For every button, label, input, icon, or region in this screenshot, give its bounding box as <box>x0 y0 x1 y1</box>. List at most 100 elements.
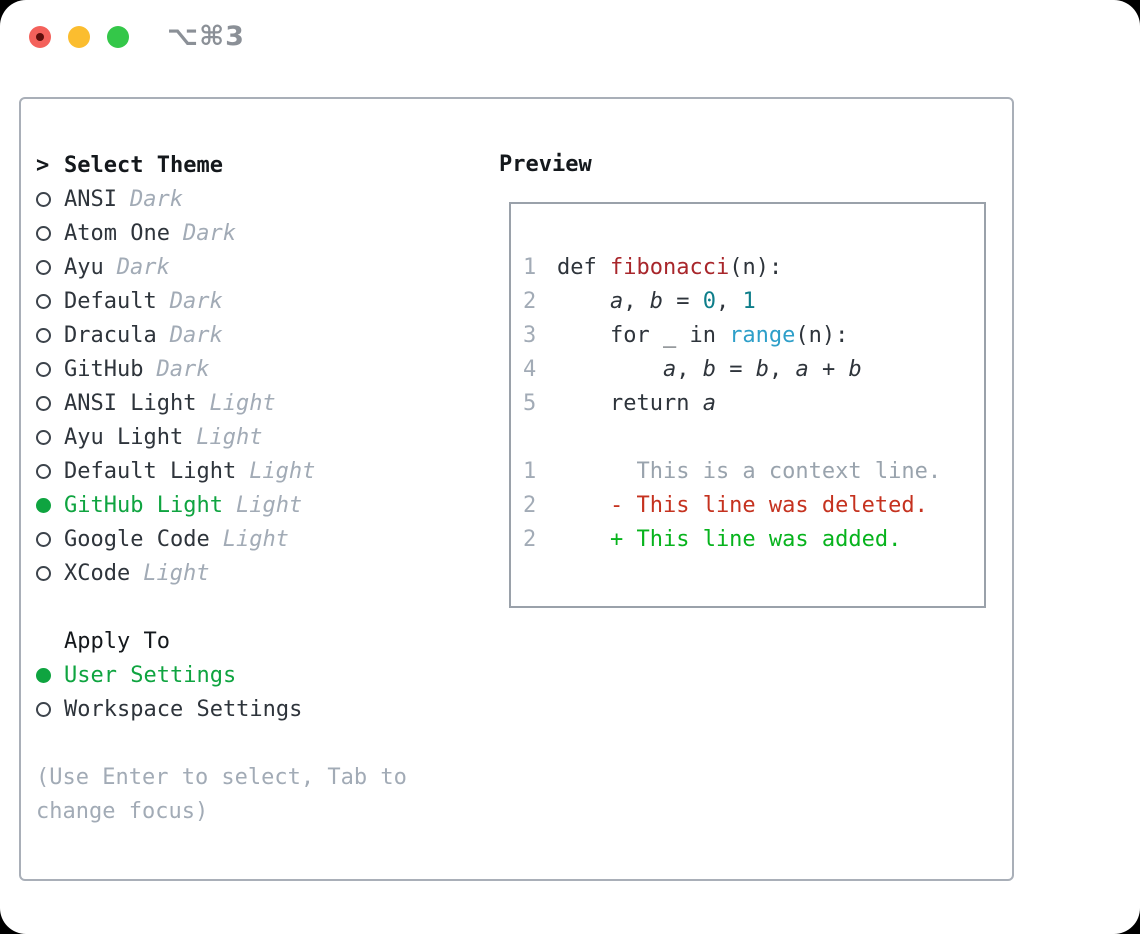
code-segment-numlit: 1 <box>742 288 756 314</box>
code-line: 2 + This line was added. <box>523 522 984 556</box>
code-segment-numlit: 0 <box>702 288 716 314</box>
theme-name: Default <box>64 288 157 314</box>
minimize-button[interactable] <box>68 26 90 48</box>
apply-option-label: User Settings <box>64 662 237 688</box>
theme-name: XCode <box>64 560 131 586</box>
code-text: - This line was deleted. <box>557 493 928 518</box>
apply-option-user-settings[interactable]: User Settings <box>36 658 407 692</box>
code-segment-code: (n): <box>795 322 849 348</box>
code-segment-code: , <box>623 288 650 314</box>
code-line: 4 a, b = b, a + b <box>523 352 984 386</box>
radio-icon <box>36 565 51 581</box>
theme-option-default[interactable]: Default Dark <box>36 284 407 318</box>
theme-variant: Light <box>222 526 289 552</box>
hint-line-1: (Use Enter to select, Tab to <box>36 764 407 790</box>
theme-name: Google Code <box>64 526 210 552</box>
apply-option-label: Workspace Settings <box>64 696 303 722</box>
code-segment-func: fibonacci <box>609 254 730 280</box>
code-segment-code: def <box>557 254 610 280</box>
code-segment-var: b <box>755 356 769 382</box>
code-text: This is a context line. <box>557 459 941 484</box>
radio-selected-icon <box>36 667 51 683</box>
radio-icon <box>36 259 51 275</box>
theme-variant: Dark <box>129 186 183 212</box>
code-segment-var: a <box>795 356 809 382</box>
theme-variant: Dark <box>169 288 223 314</box>
keyboard-hint: (Use Enter to select, Tab to change focu… <box>36 760 407 828</box>
spacer <box>36 590 407 624</box>
line-number: 1 <box>523 254 537 280</box>
code-segment-var: b <box>649 288 663 314</box>
code-segment-var: a <box>609 288 624 314</box>
close-dot-icon <box>36 33 44 41</box>
theme-option-atom-one[interactable]: Atom One Dark <box>36 216 407 250</box>
theme-variant: Dark <box>169 322 223 348</box>
theme-option-github[interactable]: GitHub Dark <box>36 352 407 386</box>
theme-variant: Light <box>209 390 276 416</box>
select-theme-header: Select Theme <box>64 152 223 178</box>
theme-name: GitHub <box>64 356 144 382</box>
line-number: 2 <box>523 288 537 314</box>
code-text: a, b = b, a + b <box>557 357 862 382</box>
code-line: 5 return a <box>523 386 984 420</box>
code-segment-code: = <box>662 288 703 314</box>
code-segment-added: + This line was added. <box>557 526 902 552</box>
code-line: 2 a, b = 0, 1 <box>523 284 984 318</box>
line-number: 2 <box>523 526 537 552</box>
code-segment-code: return <box>557 390 703 416</box>
radio-icon <box>36 293 51 309</box>
code-segment-code: + <box>808 356 849 382</box>
line-number: 2 <box>523 492 537 518</box>
preview-header: Preview <box>499 152 592 177</box>
radio-icon <box>36 191 51 207</box>
window-title: ⌥⌘3 <box>167 21 245 52</box>
code-segment-builtin: range <box>729 322 796 348</box>
apply-option-workspace-settings[interactable]: Workspace Settings <box>36 692 407 726</box>
code-segment-code <box>557 289 610 314</box>
code-line: 1 def fibonacci(n): <box>523 250 984 284</box>
prompt-icon: > <box>36 152 50 178</box>
theme-variant: Dark <box>116 254 170 280</box>
line-number: 4 <box>523 356 537 382</box>
code-segment-code <box>557 357 663 382</box>
theme-name: Atom One <box>64 220 170 246</box>
close-button[interactable] <box>29 26 51 48</box>
theme-name: Ayu <box>64 254 104 280</box>
code-segment-code: (n): <box>729 254 783 280</box>
line-number: 5 <box>523 390 537 416</box>
theme-option-ayu[interactable]: Ayu Dark <box>36 250 407 284</box>
code-segment-code: , <box>676 356 703 382</box>
theme-name: ANSI <box>64 186 117 212</box>
theme-variant: Light <box>196 424 263 450</box>
code-segment-var: b <box>848 356 862 382</box>
code-text: for _ in range(n): <box>557 323 848 348</box>
line-number: 3 <box>523 322 537 348</box>
theme-option-ansi[interactable]: ANSI Dark <box>36 182 407 216</box>
select-theme-header-row: > Select Theme <box>36 148 407 182</box>
radio-selected-icon <box>36 497 51 513</box>
code-segment-var: a <box>702 390 716 416</box>
theme-variant: Dark <box>182 220 236 246</box>
theme-variant: Light <box>235 492 303 518</box>
code-text: def fibonacci(n): <box>557 255 782 280</box>
theme-variant: Dark <box>156 356 210 382</box>
code-segment-code: = <box>715 356 756 382</box>
code-line: 2 - This line was deleted. <box>523 488 984 522</box>
radio-icon <box>36 327 51 343</box>
theme-option-google-code[interactable]: Google Code Light <box>36 522 407 556</box>
zoom-button[interactable] <box>107 26 129 48</box>
code-segment-code: for _ in <box>557 322 730 348</box>
code-line: 1 This is a context line. <box>523 454 984 488</box>
